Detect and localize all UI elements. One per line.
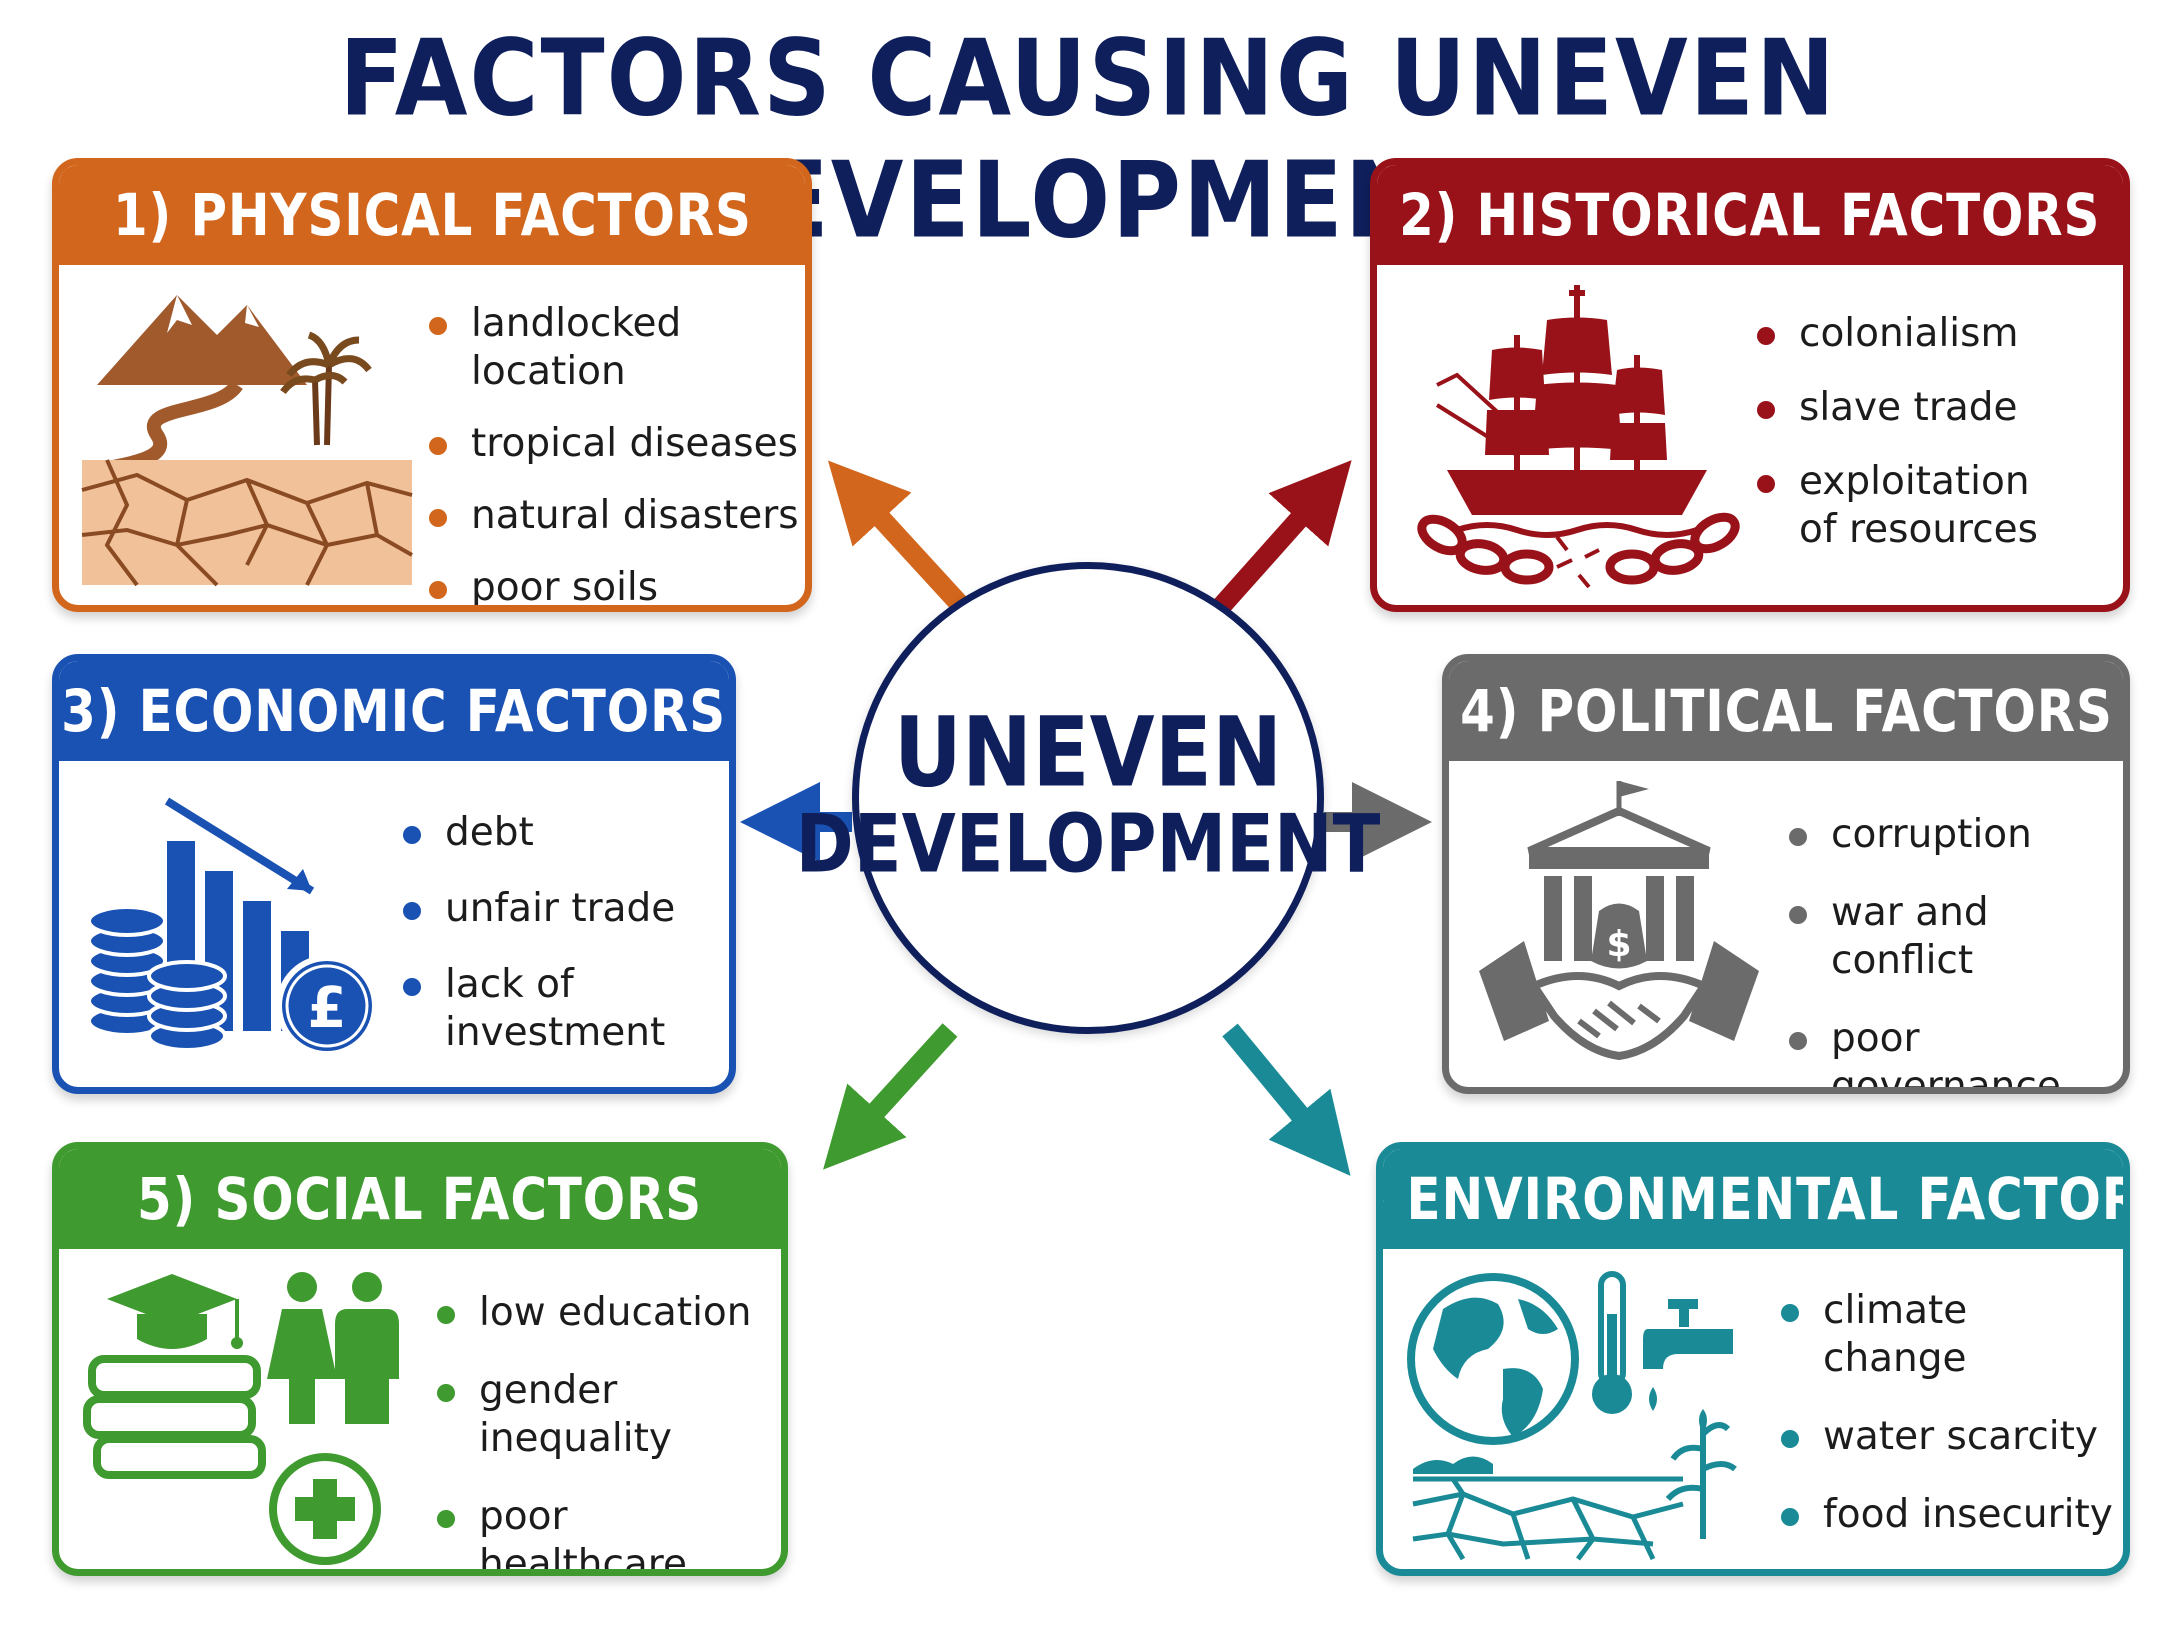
- globe-thermometer-tap-drought-icon: [1407, 1271, 1737, 1561]
- card-environmental-factors: 6) ENVIRONMENTAL FACTORS climate change …: [1376, 1142, 2130, 1576]
- list-item: poor soils: [429, 564, 805, 605]
- card-economic-factors: 3) ECONOMIC FACTORS £ debt unfair trade …: [52, 654, 736, 1094]
- card-title: 6) ENVIRONMENTAL FACTORS: [1383, 1165, 2123, 1233]
- card-title: 4) POLITICAL FACTORS: [1459, 677, 2113, 745]
- bullet-list: debt unfair trade lack of investment: [403, 809, 675, 1057]
- card-header: 6) ENVIRONMENTAL FACTORS: [1383, 1149, 2123, 1249]
- card-political-factors: 4) POLITICAL FACTORS $ corruption war an…: [1442, 654, 2130, 1094]
- card-title: 1) PHYSICAL FACTORS: [112, 181, 752, 249]
- svg-text:£: £: [308, 976, 347, 1041]
- card-header: 3) ECONOMIC FACTORS: [59, 661, 729, 761]
- card-header: 4) POLITICAL FACTORS: [1449, 661, 2123, 761]
- books-graduation-people-health-icon: [83, 1272, 399, 1565]
- bullet-list: landlocked location tropical diseases na…: [429, 300, 805, 605]
- arrow-to-historical: [1210, 460, 1352, 617]
- list-item: poor governance: [1789, 1015, 2123, 1087]
- bullet-list: low education gender inequality poor hea…: [437, 1289, 781, 1569]
- list-item: climate change: [1781, 1287, 2123, 1383]
- list-item: corruption: [1789, 811, 2123, 859]
- list-item: lack of investment: [403, 961, 665, 1057]
- bullet-list: corruption war and conflict poor governa…: [1789, 811, 2123, 1087]
- hub-line-1: UNEVEN: [893, 695, 1283, 809]
- list-item: landlocked location: [429, 300, 805, 396]
- arrow-to-social: [823, 1023, 958, 1170]
- list-item: food insecurity: [1781, 1491, 2123, 1539]
- card-historical-factors: 2) HISTORICAL FACTORS colonialism slave …: [1370, 158, 2130, 612]
- arrow-to-environmental: [1222, 1023, 1351, 1176]
- mountain-river-palm-cracked-earth-icon: [81, 295, 413, 587]
- list-item: gender inequality: [437, 1367, 781, 1463]
- card-physical-factors: 1) PHYSICAL FACTORS landlocked location …: [52, 158, 812, 612]
- list-item: war and conflict: [1789, 889, 2123, 985]
- list-item: tropical diseases: [429, 420, 805, 468]
- list-item: low education: [437, 1289, 781, 1337]
- list-item: debt: [403, 809, 675, 857]
- card-title: 3) ECONOMIC FACTORS: [61, 677, 727, 745]
- government-building-handshake-icon: $: [1479, 781, 1759, 1061]
- card-social-factors: 5) SOCIAL FACTORS low education gender i…: [52, 1142, 788, 1576]
- bullet-list: colonialism slave trade exploitation of …: [1757, 310, 2059, 554]
- coins-declining-bars-pound-icon: £: [87, 797, 378, 1057]
- bullet-list: climate change water scarcity food insec…: [1781, 1287, 2123, 1539]
- list-item: poor healthcare: [437, 1493, 781, 1569]
- card-title: 5) SOCIAL FACTORS: [137, 1165, 703, 1233]
- list-item: natural disasters: [429, 492, 805, 540]
- hub-line-2: DEVELOPMENT: [795, 796, 1381, 892]
- card-header: 5) SOCIAL FACTORS: [59, 1149, 781, 1249]
- list-item: water scarcity: [1781, 1413, 2123, 1461]
- svg-text:$: $: [1606, 924, 1631, 965]
- card-title: 2) HISTORICAL FACTORS: [1399, 181, 2101, 249]
- list-item: unfair trade: [403, 885, 675, 933]
- page-title: FACTORS CAUSING UNEVEN DEVELOPMENT: [339, 18, 1837, 263]
- list-item: exploitation of resources: [1757, 458, 2059, 554]
- card-header: 2) HISTORICAL FACTORS: [1377, 165, 2123, 265]
- list-item: slave trade: [1757, 384, 2059, 432]
- ship-broken-chain-icon: [1417, 285, 1740, 589]
- card-header: 1) PHYSICAL FACTORS: [59, 165, 805, 265]
- list-item: colonialism: [1757, 310, 2059, 358]
- central-hub: UNEVEN DEVELOPMENT: [796, 562, 1380, 1034]
- arrow-to-physical: [827, 460, 973, 617]
